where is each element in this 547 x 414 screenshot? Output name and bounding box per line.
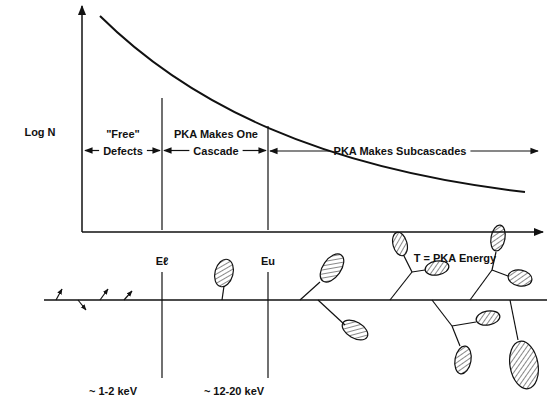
energy-value: ~ 1-2 keV: [70, 383, 156, 400]
energy-symbol: Eℓ: [148, 253, 176, 270]
y-axis: [81, 6, 83, 232]
cascade-blobs: [212, 224, 542, 391]
energy-boundaries: [162, 98, 268, 378]
interval-arrow: [85, 150, 99, 151]
energy-value: ~ 12-20 keV: [186, 383, 282, 400]
interval-arrow: [270, 150, 330, 151]
energy-symbol: Eu: [254, 253, 282, 270]
region-label: PKA Makes One Cascade: [168, 126, 264, 159]
region-label: PKA Makes Subcascades: [285, 143, 515, 160]
axis-label: Log N: [10, 124, 70, 141]
log-n-curve: [100, 16, 525, 192]
interval-arrow: [243, 150, 266, 151]
pka-track: [44, 299, 547, 301]
x-axis: [82, 231, 543, 233]
axis-label: T = PKA Energy: [380, 250, 530, 267]
interval-arrow: [147, 150, 160, 151]
interval-arrow: [470, 150, 538, 151]
region-label: "Free" Defects: [90, 126, 156, 159]
interval-arrow: [164, 150, 189, 151]
subcascade-branches: [222, 252, 518, 346]
free-defect-arrows: [56, 289, 132, 310]
